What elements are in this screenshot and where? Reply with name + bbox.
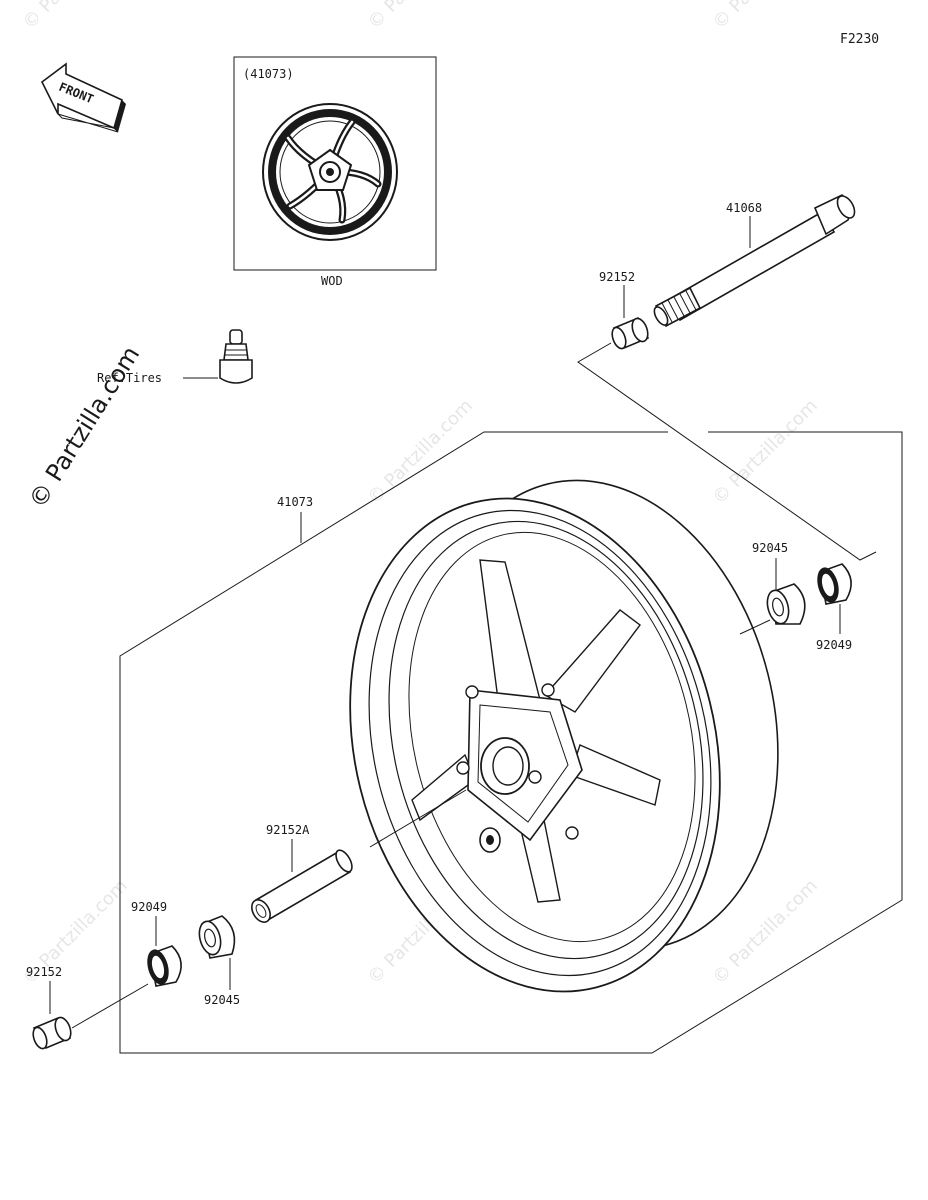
label-collar-left: 92152 [26,965,62,979]
collar-right-icon [611,316,650,350]
watermark: © Partzilla.com [364,395,477,508]
inset-part-number: (41073) [243,67,294,81]
label-axle: 41068 [726,201,762,215]
assembly-line-right [577,342,877,561]
label-seal-right: 92049 [816,638,852,652]
front-arrow-icon: FRONT [40,62,126,133]
seal-left-icon [147,945,182,987]
valve-stem-icon [219,329,253,384]
leader-bearing-right-axis [739,619,771,635]
inset-caption: WOD [321,274,343,288]
label-bearing-right: 92045 [752,541,788,555]
label-wheel: 41073 [277,495,313,509]
watermark: © Partzilla.com [364,0,477,34]
leader-collar-left-axis [71,983,149,1029]
label-bearing-left: 92045 [204,993,240,1007]
partzilla-watermark: © Partzilla.com [23,341,145,513]
label-collar-right: 92152 [599,270,635,284]
collar-center-icon [251,849,353,923]
inset-wheel-icon [262,103,398,241]
label-ref-tires: Ref.Tires [97,371,162,385]
axle-icon [653,194,856,328]
inset-box: (41073) WOD [233,56,437,288]
watermark: © Partzilla.com [19,0,132,34]
leader-collar-center-axis [369,789,467,848]
bearing-left-icon [198,915,236,959]
seal-right-icon [817,563,852,605]
front-wheel-icon [349,479,779,993]
assembly-line-wheel-frame [119,431,903,1054]
label-seal-left: 92049 [131,900,167,914]
watermark: © Partzilla.com [709,395,822,508]
watermark: © Partzilla.com [709,875,822,988]
figure-code: F2230 [840,32,879,47]
label-collar-center: 92152A [266,823,310,837]
bearing-right-icon [766,583,806,625]
watermark: © Partzilla.com [709,0,822,34]
collar-left-icon [32,1016,72,1050]
